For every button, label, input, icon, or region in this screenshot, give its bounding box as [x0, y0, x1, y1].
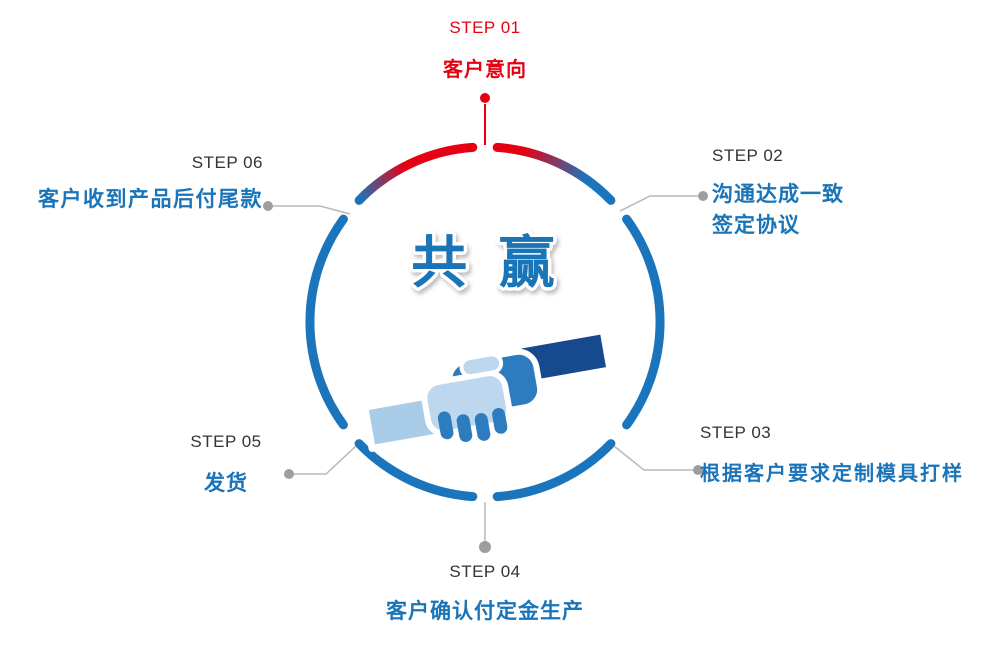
step-06-label: STEP 06 [191, 153, 263, 172]
step-06: STEP 06 客户收到产品后付尾款 [38, 153, 263, 213]
step-04-label: STEP 04 [449, 562, 521, 581]
step-03: STEP 03 根据客户要求定制模具打样 [700, 423, 964, 486]
ring-arc-bottom-left [354, 439, 478, 502]
step-05-connector [294, 445, 357, 475]
step-02-title-line-1: 沟通达成一致 [712, 183, 844, 206]
ring-arc-right [622, 214, 665, 430]
handshake-fingers [437, 407, 508, 443]
step-01-label: STEP 01 [449, 18, 521, 37]
step-02-dot [698, 191, 708, 201]
ring-arc-bottom-right [492, 439, 616, 502]
center-title: 共 赢 [411, 231, 563, 294]
process-ring [305, 142, 665, 502]
ring-arc-top-right [492, 142, 616, 205]
handshake-thumb [459, 352, 504, 379]
step-01-title: 客户意向 [443, 59, 527, 81]
connector-dots [263, 93, 708, 553]
step-06-title: 客户收到产品后付尾款 [38, 188, 263, 211]
step-05-label: STEP 05 [190, 432, 262, 451]
step-04-title: 客户确认付定金生产 [386, 600, 584, 623]
ring-arc-left [305, 214, 348, 430]
step-03-dot [693, 465, 703, 475]
step-06-dot [263, 201, 273, 211]
step-05-dot [284, 469, 294, 479]
ring-arc-top-left [354, 142, 478, 205]
step-04: STEP 04 客户确认付定金生产 [386, 562, 584, 625]
step-05: STEP 05 发货 [190, 432, 261, 497]
step-02-connector [619, 195, 698, 212]
step-04-dot [479, 541, 491, 553]
step-02-title-line-2: 签定协议 [712, 214, 800, 237]
step-03-label: STEP 03 [700, 423, 772, 442]
connectors [273, 104, 698, 541]
step-05-title: 发货 [203, 472, 248, 495]
step-01-dot [480, 93, 490, 103]
handshake-icon [361, 327, 614, 452]
step-02-label: STEP 02 [712, 146, 784, 165]
step-01: STEP 01 客户意向 [443, 18, 527, 82]
step-06-connector [273, 205, 351, 215]
step-03-connector [613, 445, 693, 471]
step-02: STEP 02 沟通达成一致 签定协议 [712, 146, 844, 241]
step-03-title: 根据客户要求定制模具打样 [700, 463, 964, 485]
